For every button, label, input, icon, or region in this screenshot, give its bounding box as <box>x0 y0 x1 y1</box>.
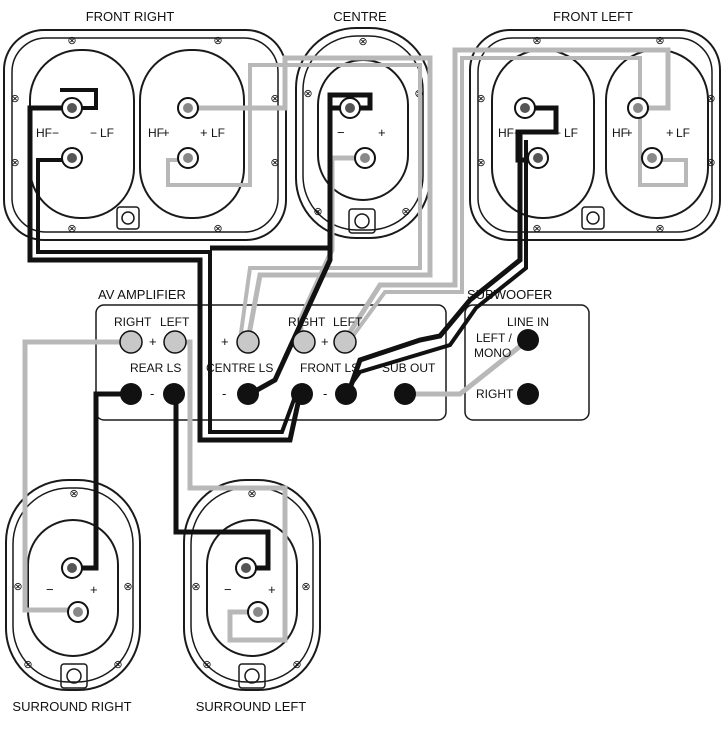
amp-plus-1: + <box>149 334 157 349</box>
sl-plus-label: + <box>268 582 276 597</box>
sub-right-label: RIGHT <box>476 387 514 401</box>
svg-text:⊗: ⊗ <box>213 223 222 235</box>
svg-text:⊗: ⊗ <box>655 223 664 235</box>
amp-minus-1: - <box>150 386 154 401</box>
fl-hf-label-1: HF <box>498 126 514 140</box>
sl-minus-label: − <box>224 582 232 597</box>
amp-right-label-2: RIGHT <box>288 315 326 329</box>
amp-plus-3: + <box>321 334 329 349</box>
surround-right-title: SURROUND RIGHT <box>12 699 131 714</box>
fr-lf-label-2: LF <box>211 126 225 140</box>
svg-text:⊗: ⊗ <box>69 488 78 500</box>
fr-plus-label-2: + <box>200 125 208 140</box>
fr-minus-label: − <box>52 126 59 140</box>
amp-front-ls-label: FRONT LS <box>300 361 359 375</box>
surround-left-title: SURROUND LEFT <box>196 699 307 714</box>
svg-text:⊗: ⊗ <box>10 157 19 169</box>
svg-text:⊗: ⊗ <box>13 581 22 593</box>
subwoofer-panel <box>464 304 590 421</box>
svg-text:⊗: ⊗ <box>270 93 279 105</box>
fl-minus-label-2: − <box>554 126 561 140</box>
centre-title: CENTRE <box>333 9 387 24</box>
svg-text:⊗: ⊗ <box>292 659 301 671</box>
front-left-title: FRONT LEFT <box>553 9 633 24</box>
black-cables <box>27 88 559 571</box>
logo-badge-icon <box>60 663 88 689</box>
logo-badge-icon <box>238 663 266 689</box>
logo-badge-icon <box>116 206 140 230</box>
svg-text:⊗: ⊗ <box>303 88 312 100</box>
svg-text:⊗: ⊗ <box>202 659 211 671</box>
sub-left-mono-label-1: LEFT / <box>476 331 512 345</box>
amp-title: AV AMPLIFIER <box>98 287 186 302</box>
svg-text:⊗: ⊗ <box>532 223 541 235</box>
fr-plus-label: + <box>162 125 170 140</box>
svg-text:⊗: ⊗ <box>476 93 485 105</box>
svg-text:⊗: ⊗ <box>532 35 541 47</box>
svg-text:⊗: ⊗ <box>476 157 485 169</box>
amp-plus-2: + <box>221 334 229 349</box>
svg-text:⊗: ⊗ <box>113 659 122 671</box>
svg-text:⊗: ⊗ <box>213 35 222 47</box>
svg-text:⊗: ⊗ <box>67 223 76 235</box>
surround-right-speaker: ⊗ ⊗ ⊗ ⊗ ⊗ <box>5 479 141 691</box>
speaker-terminals <box>61 97 663 623</box>
amp-left-label-2: LEFT <box>333 315 363 329</box>
grey-cables <box>22 47 688 643</box>
centre-plus-label: + <box>378 125 386 140</box>
fl-lf-label-1: LF <box>564 126 578 140</box>
fr-minus-label-2: − <box>90 126 97 140</box>
svg-text:⊗: ⊗ <box>10 93 19 105</box>
svg-text:⊗: ⊗ <box>706 93 715 105</box>
surround-left-speaker: ⊗ ⊗ ⊗ ⊗ ⊗ <box>183 479 321 691</box>
svg-text:⊗: ⊗ <box>301 581 310 593</box>
front-right-title: FRONT RIGHT <box>86 9 175 24</box>
amp-minus-3: - <box>323 386 327 401</box>
amp-left-label: LEFT <box>160 315 190 329</box>
sub-title: SUBWOOFER <box>467 287 552 302</box>
svg-text:⊗: ⊗ <box>191 581 200 593</box>
svg-text:⊗: ⊗ <box>706 157 715 169</box>
fl-minus-label: − <box>514 126 521 140</box>
svg-text:⊗: ⊗ <box>23 659 32 671</box>
svg-text:⊗: ⊗ <box>67 35 76 47</box>
fr-hf-label-2: HF <box>148 126 164 140</box>
sub-left-mono-label-2: MONO <box>474 346 511 360</box>
amp-jacks <box>119 329 539 405</box>
amp-sub-out-label: SUB OUT <box>382 361 436 375</box>
svg-text:⊗: ⊗ <box>270 157 279 169</box>
sub-line-in-label: LINE IN <box>507 315 549 329</box>
amp-rear-ls-label: REAR LS <box>130 361 181 375</box>
svg-text:⊗: ⊗ <box>401 206 410 218</box>
fr-hf-label-1: HF <box>36 126 52 140</box>
logo-badge-icon <box>581 206 605 230</box>
fr-lf-label-1: LF <box>100 126 114 140</box>
svg-text:⊗: ⊗ <box>358 36 367 48</box>
amp-centre-ls-label: CENTRE LS <box>206 361 273 375</box>
logo-badge-icon <box>348 208 376 234</box>
svg-text:⊗: ⊗ <box>247 488 256 500</box>
svg-text:⊗: ⊗ <box>313 206 322 218</box>
fl-lf-label-2: LF <box>676 126 690 140</box>
fl-plus-label: + <box>625 125 633 140</box>
sr-plus-label: + <box>90 582 98 597</box>
sr-minus-label: − <box>46 582 54 597</box>
fl-plus-label-2: + <box>666 125 674 140</box>
amp-minus-2: - <box>222 386 226 401</box>
fl-hf-label-2: HF <box>612 126 628 140</box>
amp-right-label: RIGHT <box>114 315 152 329</box>
svg-text:⊗: ⊗ <box>655 35 664 47</box>
centre-minus-label: − <box>337 125 345 140</box>
svg-text:⊗: ⊗ <box>123 581 132 593</box>
